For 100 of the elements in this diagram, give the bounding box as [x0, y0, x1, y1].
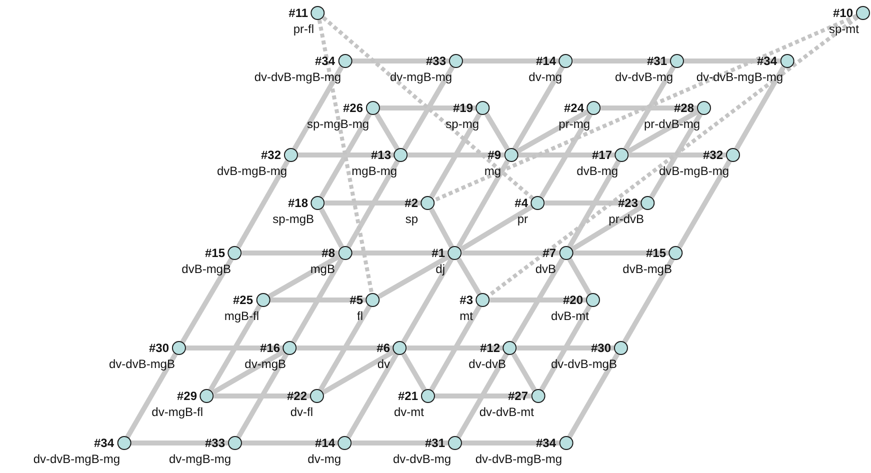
- connector: [402, 66, 455, 150]
- connector: [567, 258, 592, 296]
- node-number: #20: [562, 293, 583, 307]
- connector: [297, 346, 393, 350]
- node-label: dvB-mt: [550, 309, 589, 323]
- node-label: dvB: [535, 262, 556, 276]
- connector: [292, 66, 344, 150]
- node-label: dvB-mg: [576, 164, 618, 178]
- node-label: sp-mg: [446, 117, 479, 131]
- connector: [456, 352, 509, 438]
- node-number: #15: [646, 246, 666, 260]
- node-label: dv-dvB-mgB: [550, 357, 617, 371]
- node-number: #15: [204, 246, 225, 260]
- connector: [125, 352, 178, 438]
- connector: [346, 352, 399, 438]
- connector: [573, 58, 670, 64]
- node-number: #17: [592, 148, 612, 162]
- node-label: dv-mg: [308, 452, 341, 466]
- node-number: #34: [536, 436, 556, 450]
- connector: [456, 160, 510, 248]
- node-label: dvB-mgB-mg: [658, 164, 729, 178]
- node-label: dvB-mgB: [622, 262, 672, 276]
- connector: [325, 200, 421, 206]
- node-number: #33: [204, 436, 225, 450]
- connector: [270, 298, 366, 302]
- connector: [677, 160, 732, 248]
- node-label: dv-dvB-mgB-mg: [475, 452, 562, 466]
- node-number: #19: [452, 101, 473, 115]
- node-number: #5: [350, 293, 363, 307]
- connector: [570, 204, 644, 252]
- connector: [291, 258, 344, 344]
- node-label: dv-dvB-mgB: [108, 357, 175, 371]
- node-label: dv-fl: [290, 405, 313, 419]
- node-label: dv-mgB-fl: [152, 405, 203, 419]
- connector: [318, 304, 372, 392]
- connector: [463, 58, 559, 64]
- node-number: #34: [756, 54, 777, 68]
- node-number: #4: [514, 196, 528, 210]
- node-number: #11: [288, 6, 308, 20]
- node-number: #34: [314, 54, 335, 68]
- node-label: dv-mgB: [244, 357, 286, 371]
- node-number: #31: [424, 436, 445, 450]
- node-label: dv-dvB-mgB-mg: [254, 70, 341, 84]
- connector: [629, 152, 726, 158]
- node-number: #12: [480, 341, 500, 355]
- node-number: #30: [148, 341, 169, 355]
- dotted-connector: [317, 20, 374, 294]
- node-label: dv-dvB-mgB-mg: [696, 70, 783, 84]
- node-label: mgB-fl: [224, 309, 259, 323]
- connector: [319, 208, 344, 248]
- connector: [236, 160, 290, 248]
- connector: [131, 440, 228, 446]
- connector: [380, 106, 476, 110]
- node-label: mgB-mg: [352, 164, 397, 178]
- connector: [518, 152, 615, 158]
- node-label: mg: [484, 164, 501, 178]
- node-label: dv-mg: [528, 70, 562, 84]
- node-label: fl: [357, 309, 363, 323]
- node-label: sp: [405, 212, 418, 226]
- node-number: #14: [314, 436, 335, 450]
- node-number: #34: [94, 436, 114, 450]
- node-label: dv: [377, 357, 390, 371]
- connector: [511, 258, 565, 344]
- node-label: pr: [517, 212, 528, 226]
- connector: [212, 349, 286, 395]
- node-label: dv-dvB-mgB-mg: [33, 452, 120, 466]
- node-label: dj: [436, 262, 445, 276]
- node-number: #28: [674, 101, 694, 115]
- node-label: dv-dvB-mt: [479, 405, 534, 419]
- connector: [186, 346, 283, 350]
- connector: [180, 258, 234, 344]
- connector: [601, 106, 697, 110]
- node-number: #30: [590, 341, 611, 355]
- connector: [622, 258, 675, 344]
- connector: [214, 394, 310, 398]
- dotted-connector: [434, 14, 858, 202]
- node-label: dvB-mgB: [182, 262, 231, 276]
- node-label: sp-mt: [829, 22, 859, 36]
- connector: [511, 352, 537, 392]
- node-number: #21: [398, 389, 418, 403]
- node-number: #26: [342, 101, 363, 115]
- node-label: sp-mgB-mg: [306, 117, 369, 131]
- connector: [236, 352, 289, 438]
- node-label: sp-mgB: [272, 212, 314, 226]
- connector: [649, 112, 703, 198]
- connector: [734, 66, 786, 150]
- connector: [352, 440, 448, 446]
- node-label: mgB: [310, 262, 335, 276]
- connector: [462, 440, 559, 446]
- node-number: #6: [376, 341, 390, 355]
- connector: [623, 66, 676, 150]
- connector: [298, 152, 394, 158]
- node-number: #2: [404, 196, 418, 210]
- node-number: #16: [260, 341, 280, 355]
- node-label: dvB-mgB-mg: [216, 164, 287, 178]
- node-number: #8: [322, 246, 335, 260]
- connector: [490, 298, 586, 302]
- node-label: dv-mt: [394, 405, 424, 419]
- connector: [374, 112, 400, 150]
- connector: [460, 204, 534, 252]
